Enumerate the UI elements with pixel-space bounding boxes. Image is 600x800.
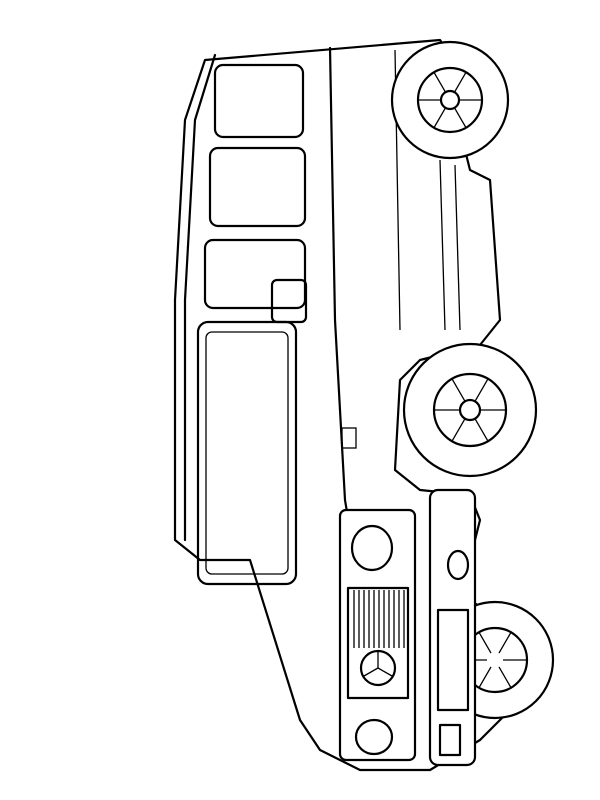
rear-side-window: [208, 146, 307, 228]
wheel-spokes: [418, 71, 527, 689]
rear-door-window: [203, 238, 307, 310]
wheel-spoke: [474, 378, 489, 402]
front-bumper: [428, 488, 477, 767]
indicator-light: [438, 723, 462, 757]
rear-window: [213, 63, 305, 139]
middle-wheel: [402, 342, 538, 478]
wheel-spoke: [433, 71, 447, 93]
headlight-right: [354, 718, 394, 756]
rear-wheel: [390, 40, 510, 160]
front-door-window-inner: [205, 331, 289, 575]
wheel-spoke: [453, 71, 467, 93]
headlight-left: [350, 524, 394, 572]
side-mirror: [270, 278, 308, 324]
wheel-spoke: [498, 666, 512, 689]
grille: [346, 586, 410, 700]
wheel-spoke: [451, 378, 466, 402]
wheel-spoke: [478, 666, 492, 689]
front-door-window: [196, 320, 298, 586]
wheel-spoke: [453, 107, 467, 129]
wheel-spoke: [498, 631, 512, 654]
grille-slats: [353, 590, 405, 648]
wheel-spoke: [433, 107, 447, 129]
belt-line: [328, 46, 362, 592]
logo-star: [363, 652, 393, 677]
wheel-spoke: [474, 418, 489, 442]
door-handle: [341, 427, 357, 449]
roof-line: [183, 53, 217, 542]
license-plate-area: [436, 608, 470, 712]
wheel-spoke: [451, 418, 466, 442]
fog-light: [446, 549, 470, 581]
wheel-spoke: [478, 631, 492, 654]
